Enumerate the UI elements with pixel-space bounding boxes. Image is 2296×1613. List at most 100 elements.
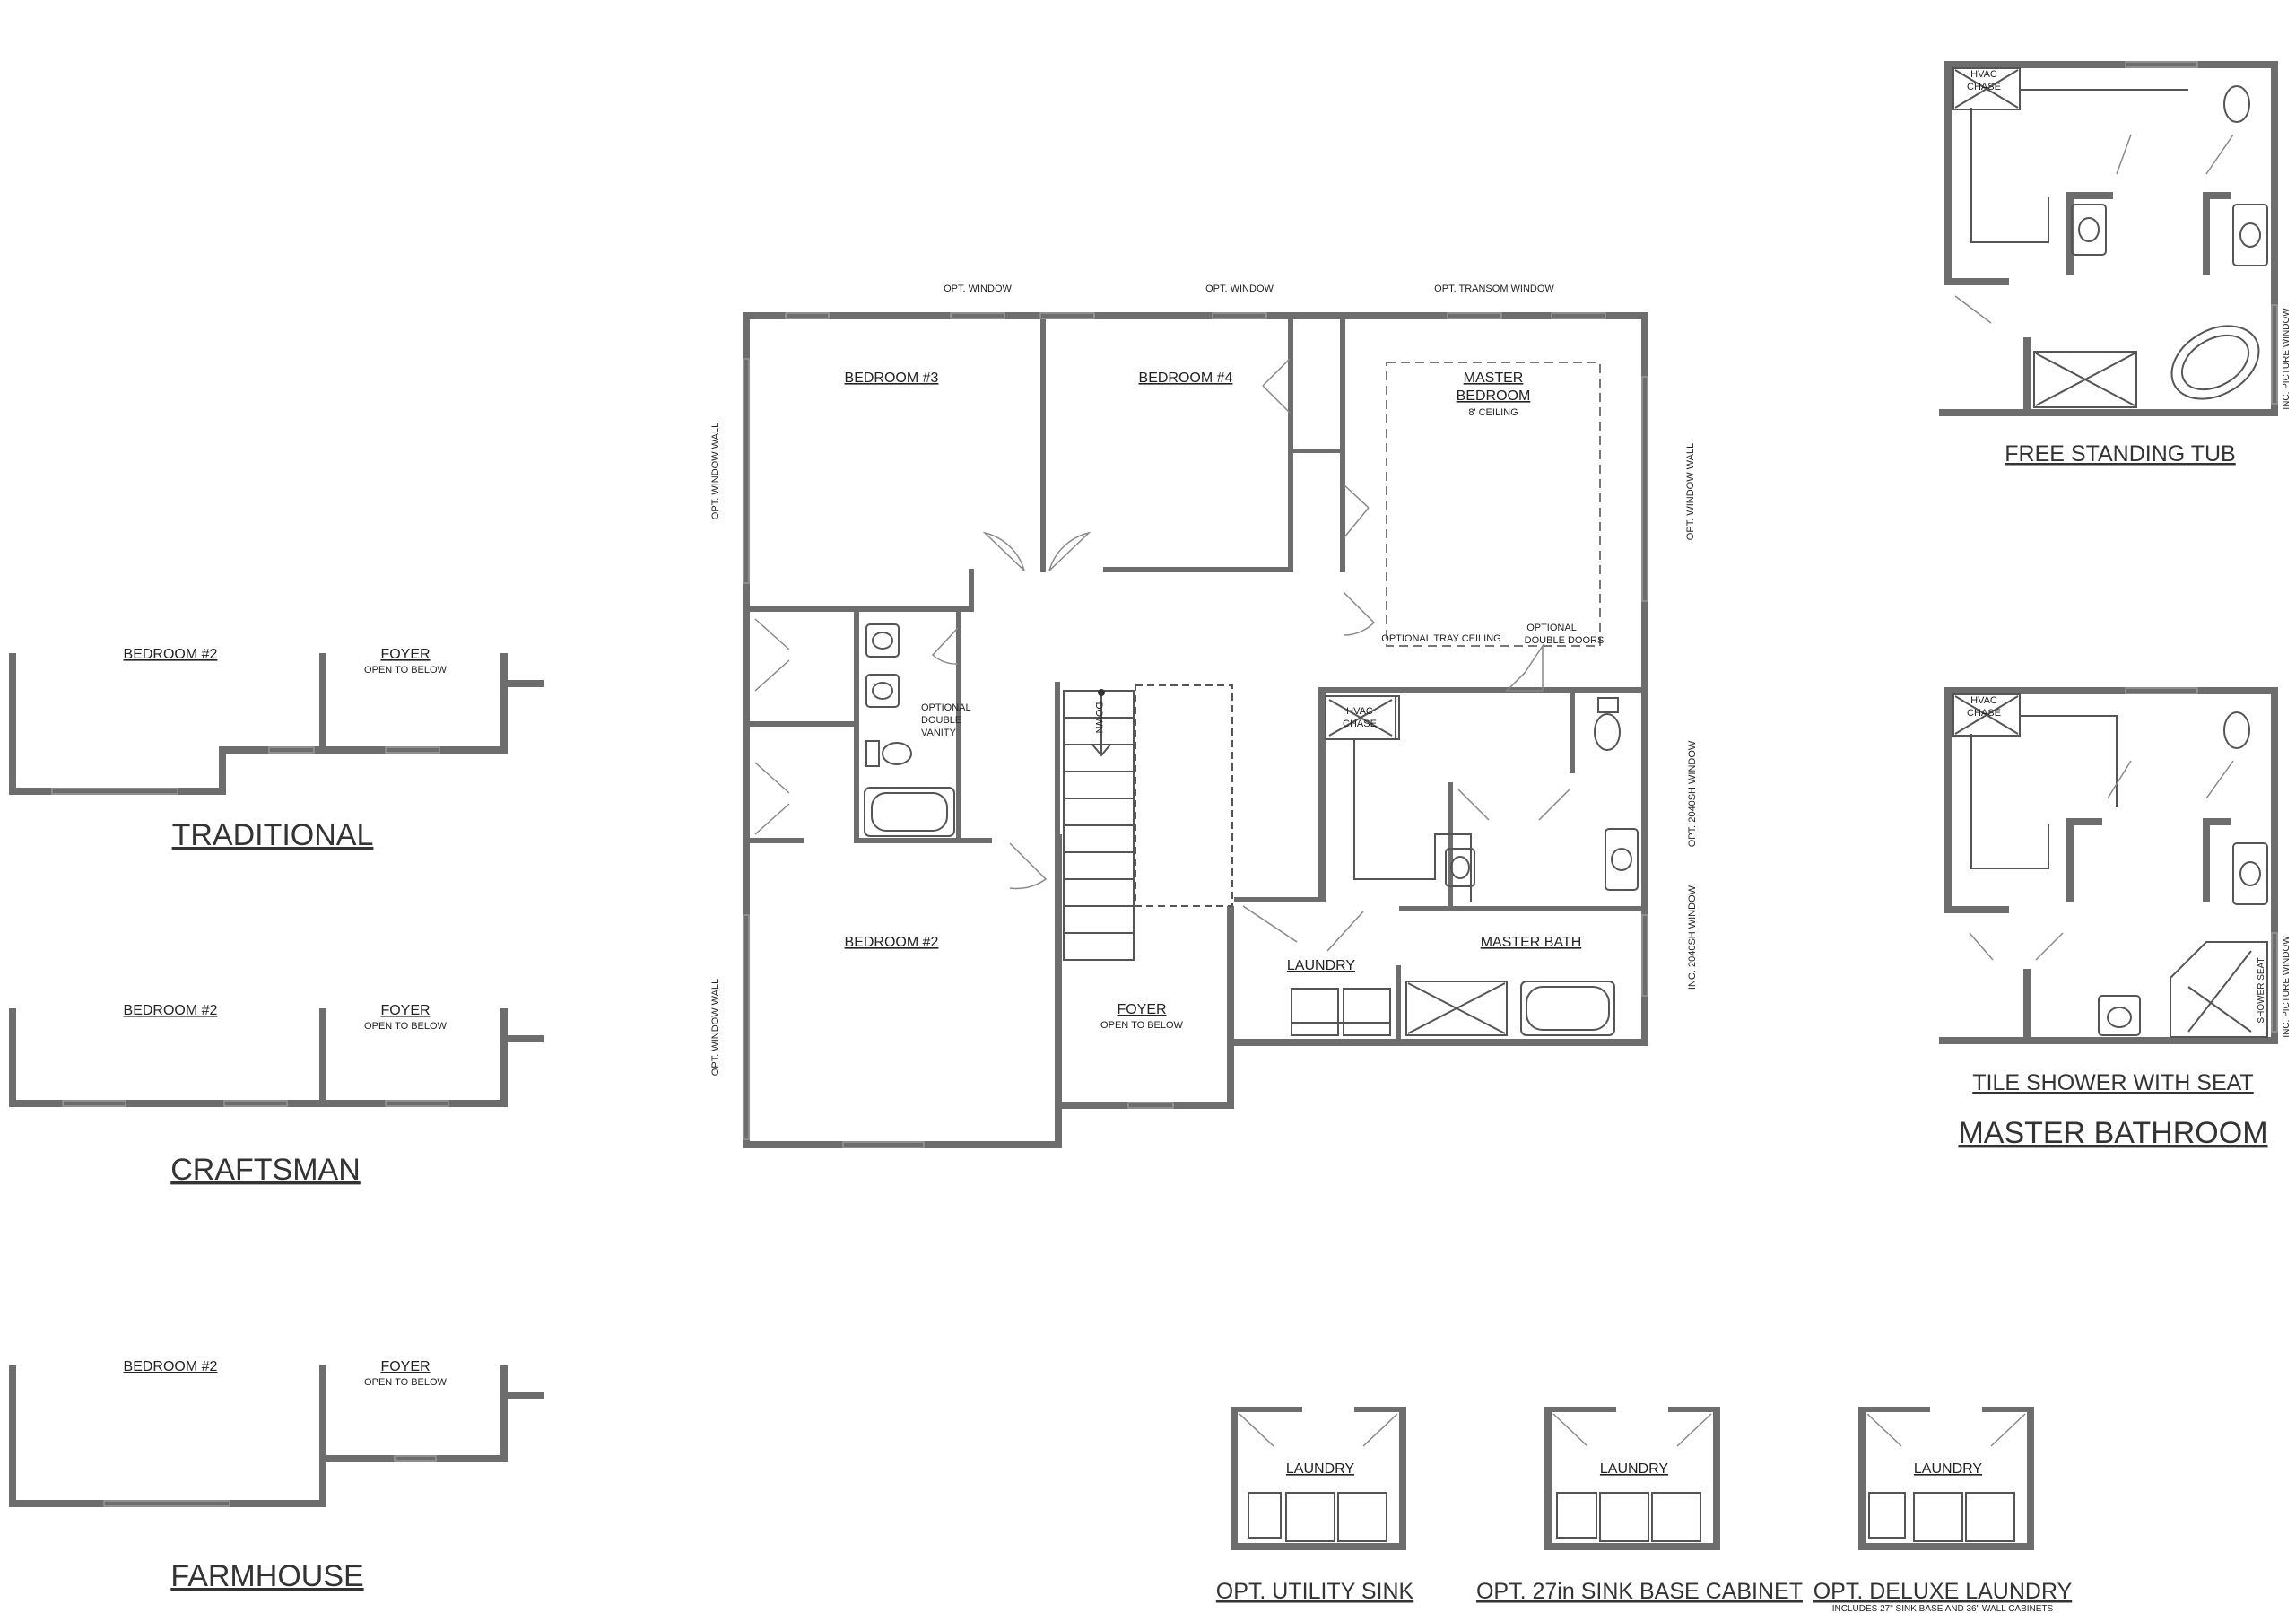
note-inc-2040sh-window: INC. 2040SH WINDOW	[1687, 885, 1698, 990]
note-master-ceiling: 8' CEILING	[1468, 407, 1518, 418]
shower-option-hvac-line2: CHASE	[1967, 708, 2001, 719]
room-master-bedroom-line2: BEDROOM	[1457, 388, 1531, 404]
door-bed2	[1009, 842, 1048, 890]
option-free-standing-tub: HVAC CHASE INC. PICTURE WINDOW FREE STAN…	[1939, 61, 2292, 466]
wall-bed4-closet	[1288, 319, 1293, 572]
master-bath-fixtures	[1325, 695, 1639, 1036]
laundry-opt2-room: LAUNDRY	[1600, 1461, 1669, 1477]
wall-bath-bottom	[854, 838, 992, 843]
note-hvac-line1: HVAC	[1346, 706, 1373, 717]
room-bedroom-3: BEDROOM #3	[845, 371, 939, 386]
laundry-appliances	[1291, 988, 1391, 1036]
laundry-opt1-room: LAUNDRY	[1286, 1461, 1355, 1477]
note-vanity-line1: OPTIONAL	[921, 702, 971, 713]
master-bathroom-section-title: MASTER BATHROOM	[1958, 1116, 2267, 1150]
wall-hall-left	[969, 569, 974, 612]
tub-option-title: FREE STANDING TUB	[2005, 441, 2235, 466]
elev-traditional-room2-sub: OPEN TO BELOW	[364, 665, 448, 676]
note-opt-window-1: OPT. WINDOW	[944, 283, 1012, 294]
wall-master-bath-mid	[1399, 906, 1647, 911]
exterior-wall-bottom-foyer	[1055, 1102, 1234, 1109]
wall-master-bath-top	[1318, 687, 1648, 693]
wall-bed3-bottom	[750, 606, 970, 612]
wall-master-bath-left	[1318, 687, 1326, 902]
laundry-opt2-title: OPT. 27in SINK BASE CABINET	[1476, 1579, 1803, 1604]
exterior-wall-bottom-left	[743, 1141, 1062, 1148]
elev-craftsman-room2: FOYER	[380, 1003, 430, 1018]
laundry-opt3-room: LAUNDRY	[1914, 1461, 1983, 1477]
wall-laundry-top	[1234, 897, 1324, 902]
wall-bed4-bottom	[1103, 567, 1292, 572]
elev-traditional-title: TRADITIONAL	[172, 818, 374, 852]
laundry-option-deluxe: LAUNDRY OPT. DELUXE LAUNDRY INCLUDES 27"…	[1813, 1407, 2073, 1613]
room-bedroom-4: BEDROOM #4	[1139, 371, 1233, 386]
shower-option-hvac-line1: HVAC	[1970, 695, 1997, 706]
window-left-wall-lower	[743, 914, 750, 1140]
wall-bed2-right	[1055, 834, 1062, 1148]
note-left-window-wall-upper: OPT. WINDOW WALL	[710, 423, 721, 519]
window-left-wall-upper	[743, 358, 750, 584]
note-vanity-line2: DOUBLE	[921, 715, 961, 726]
room-master-bedroom-line1: MASTER	[1464, 371, 1524, 386]
door-laundry	[1242, 905, 1364, 952]
window-master-transom	[1447, 312, 1502, 319]
door-bed3	[982, 531, 1025, 571]
wall-bed2-top	[750, 838, 804, 843]
note-opt-window-2: OPT. WINDOW	[1205, 283, 1274, 294]
wall-foyer-right	[1227, 906, 1234, 1109]
wall-laundry-right	[1396, 965, 1401, 1046]
door-master	[1343, 591, 1376, 636]
main-plan-labels: OPT. WINDOW OPT. WINDOW OPT. TRANSOM WIN…	[710, 283, 1698, 1076]
window-foyer-bottom	[1127, 1102, 1174, 1109]
note-stair-down: DOWN	[1093, 702, 1104, 734]
shower-option-seat-note: SHOWER SEAT	[2257, 957, 2266, 1023]
main-floor-plan	[743, 312, 1648, 1148]
window-bed3-top-opt	[950, 312, 1005, 319]
tray-ceiling-outline	[1386, 362, 1601, 647]
tub-option-hvac-line2: CHASE	[1967, 82, 2001, 92]
door-closet-b	[754, 762, 790, 835]
note-right-window-wall: OPT. WINDOW WALL	[1685, 443, 1696, 540]
wall-stair-left	[1055, 682, 1060, 834]
room-master-bath: MASTER BATH	[1481, 935, 1582, 950]
note-double-doors-line1: OPTIONAL	[1526, 623, 1577, 633]
shower-option-side-note: INC. PICTURE WINDOW	[2282, 936, 2292, 1038]
door-closet-a	[754, 618, 790, 692]
door-bed4-closet	[1262, 358, 1291, 414]
laundry-opt3-note: INCLUDES 27" SINK BASE AND 36" WALL CABI…	[1832, 1604, 2054, 1613]
elev-farmhouse-room1: BEDROOM #2	[124, 1359, 218, 1374]
note-vanity-line3: VANITY	[921, 728, 957, 738]
elev-traditional-room2: FOYER	[380, 647, 430, 662]
window-right-master-bath	[1641, 914, 1648, 997]
wall-master-left	[1340, 319, 1345, 572]
wall-bath-right	[956, 610, 961, 843]
elev-farmhouse-room2: FOYER	[380, 1359, 430, 1374]
tub-option-side-note: INC. PICTURE WINDOW	[2282, 308, 2292, 410]
exterior-wall-bottom-right	[1234, 1039, 1648, 1046]
door-wic	[1457, 789, 1570, 821]
room-laundry: LAUNDRY	[1287, 958, 1356, 973]
door-master-bath	[1505, 643, 1544, 692]
wall-bed3-bed4	[1040, 319, 1046, 572]
door-bath	[931, 627, 959, 665]
elev-craftsman-room2-sub: OPEN TO BELOW	[364, 1021, 448, 1032]
window-bed4-top-opt	[1212, 312, 1267, 319]
laundry-option-utility-sink: LAUNDRY OPT. UTILITY SINK	[1216, 1407, 1414, 1604]
note-hvac-line2: CHASE	[1343, 719, 1377, 729]
door-bed4	[1048, 531, 1091, 571]
elev-farmhouse-room2-sub: OPEN TO BELOW	[364, 1377, 448, 1388]
window-master-top	[1551, 312, 1606, 319]
elev-craftsman-title: CRAFTSMAN	[170, 1153, 361, 1187]
wall-closet-mid	[1292, 449, 1344, 453]
note-opt-2040sh-window: OPT. 2040SH WINDOW	[1687, 740, 1698, 847]
note-double-doors-line2: DOUBLE DOORS	[1525, 635, 1605, 646]
exterior-wall-right	[1641, 312, 1648, 1046]
note-tray-ceiling: OPTIONAL TRAY CEILING	[1381, 633, 1500, 644]
elevation-craftsman: BEDROOM #2 FOYER OPEN TO BELOW CRAFTSMAN	[9, 1003, 544, 1187]
window-bed3-top	[785, 312, 830, 319]
note-foyer-open: OPEN TO BELOW	[1100, 1020, 1184, 1031]
shower-option-title: TILE SHOWER WITH SEAT	[1972, 1070, 2253, 1095]
option-tile-shower: HVAC CHASE SHOWER SEAT INC. PICTURE WIND…	[1939, 687, 2292, 1095]
wall-closet-a	[750, 721, 857, 727]
